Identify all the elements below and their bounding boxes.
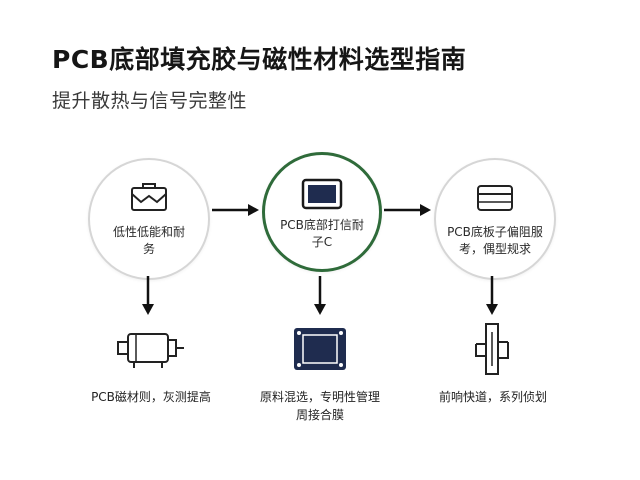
outcome-label-3: 前响快道，系列侦划	[408, 388, 578, 406]
step-label-2-line2: 子C	[311, 235, 333, 249]
arrow-right-1	[212, 204, 259, 216]
motor-icon	[117, 333, 184, 368]
square-board-icon	[294, 328, 346, 370]
step-label-2: PCB底部打信耐 子C	[265, 217, 379, 251]
page-title: PCB底部填充胶与磁性材料选型指南	[52, 45, 467, 74]
arrow-right-2	[384, 204, 431, 216]
outcome-label-1-line1: PCB磁材则，灰测提高	[91, 390, 211, 404]
step-label-3: PCB底板子偏阻服 考，偶型规求	[436, 224, 554, 258]
valve-icon	[475, 323, 509, 375]
step-label-1-line1: 低性低能和耐	[112, 225, 185, 239]
chip-icon	[301, 178, 343, 210]
outcome-label-2: 原料混选，专明性管理 周接合膜	[235, 388, 405, 424]
step-label-1: 低性低能和耐 务	[90, 224, 208, 258]
outcome-label-2-line2: 周接合膜	[295, 408, 344, 422]
board-icon	[477, 185, 513, 211]
step-label-2-line1: PCB底部打信耐	[280, 218, 364, 232]
outcome-label-3-line1: 前响快道，系列侦划	[438, 390, 547, 404]
page-subtitle: 提升散热与信号完整性	[52, 90, 248, 112]
step-circle-1: 低性低能和耐 务	[88, 158, 210, 280]
outcome-label-2-line1: 原料混选，专明性管理	[259, 390, 380, 404]
box-open-icon	[131, 183, 167, 211]
arrow-down-3	[486, 276, 498, 315]
step-label-3-line1: PCB底板子偏阻服	[447, 225, 543, 239]
step-label-3-line2: 考，偶型规求	[458, 242, 531, 256]
arrow-down-2	[314, 276, 326, 315]
outcome-label-1: PCB磁材则，灰测提高	[66, 388, 236, 406]
step-circle-3: PCB底板子偏阻服 考，偶型规求	[434, 158, 556, 280]
step-circle-2: PCB底部打信耐 子C	[262, 152, 382, 272]
step-label-1-line2: 务	[142, 242, 155, 256]
arrow-down-1	[142, 276, 154, 315]
